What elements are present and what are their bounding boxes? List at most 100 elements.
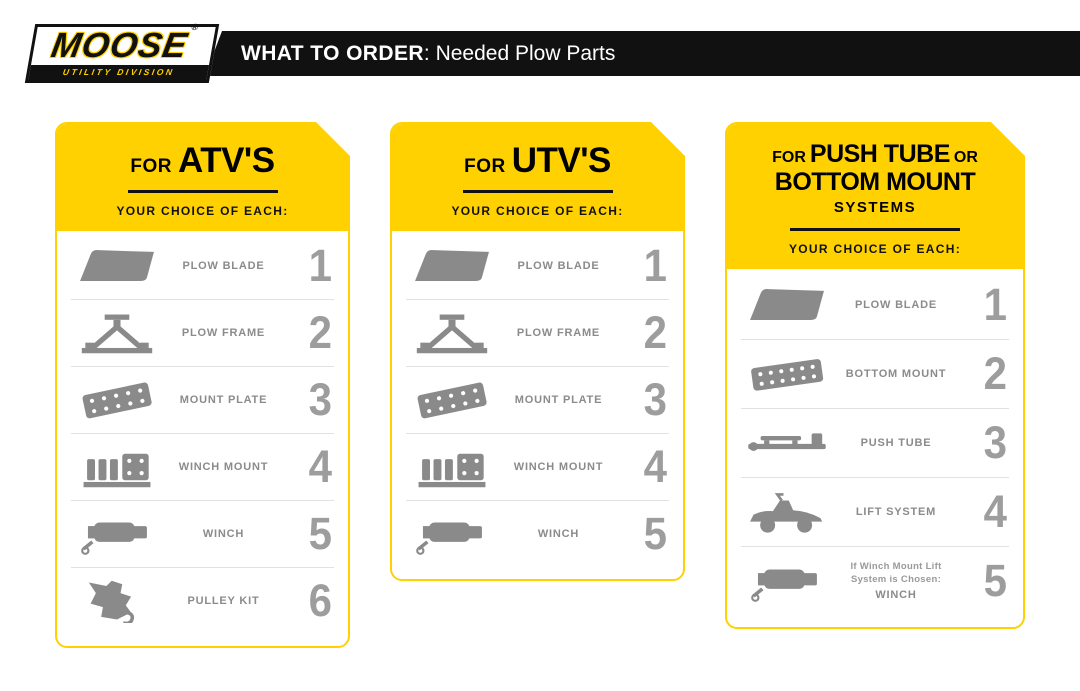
card-title-small: FOR [772, 149, 806, 166]
item-number: 3 [983, 417, 1007, 468]
card-title-big: PUSH TUBE [809, 140, 950, 168]
item-row: BOTTOM MOUNT 2 [741, 339, 1009, 408]
item-row: WINCH MOUNT 4 [406, 433, 669, 500]
moose-logo-name: MOOSE [48, 26, 191, 65]
item-number: 1 [983, 279, 1007, 330]
item-note: System is Chosen: [850, 574, 942, 585]
item-note: If Winch Mount Lift [850, 561, 942, 573]
card-push-tube-body: PLOW BLADE 1 BOTTOM MOUNT 2 PUSH TUBE 3 … [727, 269, 1023, 627]
item-row: PLOW BLADE 1 [71, 233, 334, 299]
item-label: WINCH [875, 588, 917, 601]
item-row: If Winch Mount Lift System is Chosen: WI… [741, 546, 1009, 615]
item-label-group: If Winch Mount Lift System is Chosen: WI… [833, 561, 959, 601]
card-push-tube-title-line3: SYSTEMS [833, 199, 917, 216]
item-label: MOUNT PLATE [514, 394, 603, 406]
push-tube-icon [741, 421, 833, 465]
item-label: MOUNT PLATE [179, 394, 268, 406]
winch-icon [406, 512, 498, 556]
mount-plate-icon [406, 378, 498, 422]
bottom-mount-icon [741, 352, 833, 396]
title-underline [128, 190, 278, 193]
registered-mark: ® [190, 22, 200, 33]
page-header: MOOSE® UTILITY DIVISION WHAT TO ORDER: N… [0, 0, 1080, 100]
item-number: 2 [308, 307, 332, 358]
page-title-rest: : Needed Plow Parts [423, 41, 616, 65]
mount-plate-icon [71, 378, 163, 422]
item-label: WINCH [537, 528, 580, 540]
card-title-small: FOR [130, 156, 173, 177]
moose-logo-subtitle: UTILITY DIVISION [28, 64, 210, 81]
title-underline [790, 228, 960, 231]
item-row: PLOW FRAME 2 [406, 299, 669, 366]
item-label: WINCH [202, 528, 245, 540]
card-atv-body: PLOW BLADE 1 PLOW FRAME 2 MOUNT PLATE 3 … [57, 231, 348, 646]
pulley-kit-icon [71, 579, 163, 623]
card-utv-body: PLOW BLADE 1 PLOW FRAME 2 MOUNT PLATE 3 … [392, 231, 683, 579]
item-row: PUSH TUBE 3 [741, 408, 1009, 477]
moose-logo-text: MOOSE® [37, 22, 209, 65]
page-title-bold: WHAT TO ORDER [241, 41, 424, 65]
card-title-big: ATV'S [178, 141, 275, 180]
winch-mount-icon [406, 445, 498, 489]
item-row: WINCH 5 [71, 500, 334, 567]
card-push-tube-title-line2: BOTTOM MOUNT [774, 167, 976, 196]
moose-logo: MOOSE® UTILITY DIVISION [24, 22, 220, 84]
plow-blade-icon [406, 244, 498, 288]
item-label: PULLEY KIT [187, 595, 260, 607]
item-label: WINCH MOUNT [513, 461, 604, 473]
choice-subtitle: YOUR CHOICE OF EACH: [788, 242, 961, 256]
item-number: 3 [308, 374, 332, 425]
item-label: LIFT SYSTEM [855, 506, 937, 518]
item-label: PLOW BLADE [517, 260, 600, 272]
item-number: 4 [983, 486, 1007, 537]
item-label: PUSH TUBE [860, 437, 932, 449]
winch-icon [71, 512, 163, 556]
plow-frame-icon [406, 311, 498, 355]
item-number: 1 [643, 240, 667, 291]
lift-system-icon [741, 490, 833, 534]
item-number: 5 [308, 508, 332, 559]
item-row: WINCH MOUNT 4 [71, 433, 334, 500]
header-bar: WHAT TO ORDER: Needed Plow Parts [205, 31, 1080, 76]
card-title-big: UTV'S [511, 141, 611, 180]
item-label: WINCH MOUNT [178, 461, 269, 473]
item-number: 6 [308, 575, 332, 626]
choice-subtitle: YOUR CHOICE OF EACH: [451, 204, 624, 218]
item-row: WINCH 5 [406, 500, 669, 567]
item-row: PLOW BLADE 1 [741, 271, 1009, 339]
item-number: 1 [308, 240, 332, 291]
item-row: PULLEY KIT 6 [71, 567, 334, 634]
item-number: 4 [643, 441, 667, 492]
winch-icon [741, 559, 833, 603]
card-title-small: OR [953, 149, 978, 166]
plow-frame-icon [71, 311, 163, 355]
item-row: MOUNT PLATE 3 [406, 366, 669, 433]
item-number: 2 [983, 348, 1007, 399]
item-number: 4 [308, 441, 332, 492]
winch-mount-icon [71, 445, 163, 489]
plow-blade-icon [741, 283, 833, 327]
item-number: 3 [643, 374, 667, 425]
item-label: PLOW FRAME [181, 327, 266, 339]
item-label: BOTTOM MOUNT [845, 368, 947, 380]
item-number: 5 [983, 555, 1007, 606]
item-number: 5 [643, 508, 667, 559]
item-row: LIFT SYSTEM 4 [741, 477, 1009, 546]
choice-subtitle: YOUR CHOICE OF EACH: [116, 204, 289, 218]
plow-blade-icon [71, 244, 163, 288]
card-title-small: FOR [464, 156, 506, 177]
item-number: 2 [643, 307, 667, 358]
title-underline [463, 190, 613, 193]
item-label: PLOW FRAME [516, 327, 601, 339]
item-label: PLOW BLADE [855, 299, 937, 311]
